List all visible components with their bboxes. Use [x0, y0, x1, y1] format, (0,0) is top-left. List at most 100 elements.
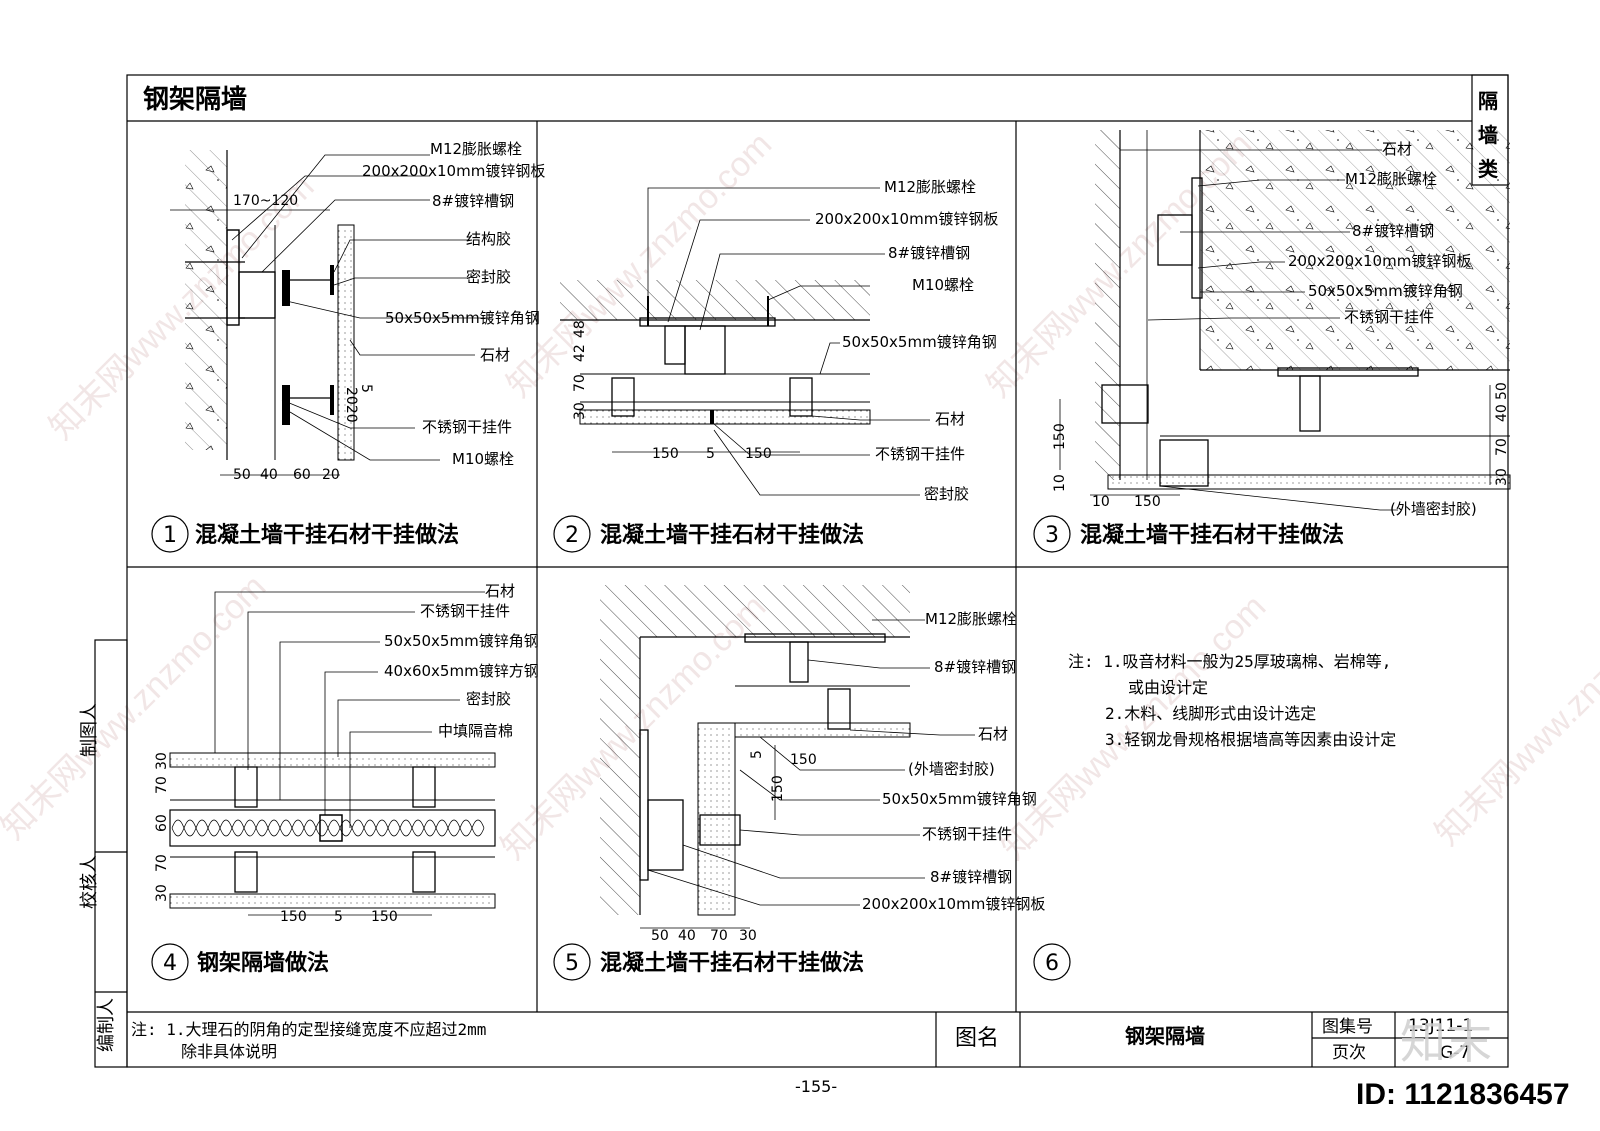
footer-note-line1: 注: 1.大理石的阴角的定型接缝宽度不应超过2mm [131, 1020, 486, 1039]
dim-7: 150 [745, 446, 772, 462]
dim-4: 30 [572, 402, 588, 420]
dim-1: 48 [572, 320, 588, 338]
dim-6: 60 [293, 467, 311, 483]
label-stone: 石材 [485, 582, 515, 600]
detail-4: 石材 不锈钢干挂件 50x50x5mm镀锌角钢 40x60x5mm镀锌方钢 密封… [151, 582, 539, 981]
detail-title: 混凝土墙干挂石材干挂做法 [600, 522, 864, 548]
dim-4: 50 [651, 928, 669, 944]
drawing-name-label: 图名 [955, 1026, 999, 1051]
label-hanger: 不锈钢干挂件 [875, 445, 965, 463]
detail-5: M12膨胀螺栓 8#镀锌槽钢 石材 (外墙密封胶) 50x50x5mm镀锌角钢 … [553, 585, 1045, 981]
dim-1: 30 [154, 752, 170, 770]
label-hanger: 不锈钢干挂件 [420, 602, 510, 620]
dim-3: 10 [1092, 494, 1110, 510]
detail-number: 4 [163, 951, 177, 976]
page-value: G-7 [1440, 1043, 1470, 1063]
label-sealant: 密封胶 [924, 485, 969, 503]
dim-6: 5 [706, 446, 715, 462]
label-structural-glue: 结构胶 [466, 230, 511, 248]
detail-title: 混凝土墙干挂石材干挂做法 [195, 522, 459, 548]
label-m10-bolt: M10螺栓 [452, 450, 514, 468]
label-hanger: 不锈钢干挂件 [422, 418, 512, 436]
dim-8: 150 [371, 909, 398, 925]
dim-7: 5 [334, 909, 343, 925]
dim-7: 70 [1494, 438, 1510, 456]
detail-6: 注: 1.吸音材料一般为25厚玻璃棉、岩棉等, 或由设计定 2.木料、线脚形式由… [1033, 652, 1396, 981]
label-stone: 石材 [978, 725, 1008, 743]
note-line: 3.轻钢龙骨规格根据墙高等因素由设计定 [1105, 730, 1396, 749]
watermark: 知末网www.znzmo.com [1428, 574, 1600, 853]
dim-6: 70 [710, 928, 728, 944]
dim-3: 150 [770, 775, 786, 802]
label-insulation: 中填隔音棉 [438, 722, 513, 740]
dim-5: 30 [154, 884, 170, 902]
dim-2: 70 [154, 776, 170, 794]
label-stone: 石材 [480, 346, 510, 364]
label-stone: 石材 [1382, 140, 1412, 158]
dim-2: 150 [790, 752, 817, 768]
role-drafter: 制图人 [79, 703, 100, 757]
dim-5: 50 [1494, 382, 1510, 400]
label-channel-steel: 8#镀锌槽钢 [1352, 222, 1434, 240]
label-channel-steel: 8#镀锌槽钢 [432, 192, 514, 210]
label-exterior-sealant: (外墙密封胶) [1390, 500, 1477, 518]
watermark: 知末网www.znzmo.com [994, 588, 1273, 867]
detail-3: 石材 M12膨胀螺栓 8#镀锌槽钢 200x200x10mm镀锌钢板 50x50… [1033, 130, 1511, 553]
page-label: 页次 [1332, 1043, 1366, 1063]
role-checker: 校核人 [79, 855, 100, 909]
label-channel-steel-2: 8#镀锌槽钢 [930, 868, 1012, 886]
detail-number: 6 [1045, 951, 1059, 976]
label-steel-plate: 200x200x10mm镀锌钢板 [862, 895, 1045, 913]
label-angle-steel: 50x50x5mm镀锌角钢 [384, 632, 539, 650]
detail-title: 混凝土墙干挂石材干挂做法 [1080, 522, 1344, 548]
drawing-name: 钢架隔墙 [1125, 1024, 1205, 1048]
asset-id: ID: 1121836457 [1356, 1078, 1570, 1111]
label-channel-steel: 8#镀锌槽钢 [888, 244, 970, 262]
label-m12-bolt: M12膨胀螺栓 [430, 140, 522, 158]
label-angle-steel: 50x50x5mm镀锌角钢 [1308, 282, 1463, 300]
dim-1: 5 [749, 750, 765, 759]
dim-1: 150 [1052, 423, 1068, 450]
label-hanger: 不锈钢干挂件 [922, 825, 1012, 843]
label-m12-bolt: M12膨胀螺栓 [925, 610, 1017, 628]
watermark: 知末网www.znzmo.com [0, 568, 273, 847]
dim-6: 40 [1494, 404, 1510, 422]
dim-2: 42 [572, 344, 588, 362]
dim-2: 10 [1052, 474, 1068, 492]
dim-6: 150 [280, 909, 307, 925]
dim-4: 70 [154, 854, 170, 872]
label-channel-steel: 8#镀锌槽钢 [934, 658, 1016, 676]
footer-note-line2: 除非具体说明 [181, 1042, 277, 1061]
detail-number: 2 [565, 523, 579, 548]
label-m12-bolt: M12膨胀螺栓 [1345, 170, 1437, 188]
page-number: -155- [795, 1077, 837, 1096]
detail-number: 5 [565, 951, 579, 976]
label-steel-plate: 200x200x10mm镀锌钢板 [815, 210, 998, 228]
dim-5: 40 [678, 928, 696, 944]
dim-8: 30 [1494, 468, 1510, 486]
label-angle-steel: 50x50x5mm镀锌角钢 [882, 790, 1037, 808]
detail-title: 混凝土墙干挂石材干挂做法 [600, 950, 864, 976]
dim-5: 150 [652, 446, 679, 462]
dim-4: 150 [1134, 494, 1161, 510]
detail-number: 1 [163, 523, 177, 548]
label-m10-bolt: M10螺栓 [912, 276, 974, 294]
dim-3: 5 [358, 384, 374, 393]
role-compiler: 编制人 [96, 998, 117, 1052]
label-steel-plate: 200x200x10mm镀锌钢板 [1288, 252, 1471, 270]
detail-1: M12膨胀螺栓 200x200x10mm镀锌钢板 8#镀锌槽钢 结构胶 密封胶 … [151, 140, 545, 553]
atlas-no-label: 图集号 [1322, 1017, 1373, 1037]
sheet-title: 钢架隔墙 [143, 85, 247, 115]
dim-7: 20 [322, 467, 340, 483]
dim-5: 40 [260, 467, 278, 483]
label-sealant: 密封胶 [466, 690, 511, 708]
label-hanger: 不锈钢干挂件 [1344, 308, 1434, 326]
dim-3: 60 [154, 814, 170, 832]
detail-title: 钢架隔墙做法 [197, 950, 329, 976]
label-steel-plate: 200x200x10mm镀锌钢板 [362, 162, 545, 180]
detail-number: 3 [1045, 523, 1059, 548]
dim-4: 50 [233, 467, 251, 483]
dim-3: 70 [572, 374, 588, 392]
brand-logo: 知末 [1400, 1015, 1492, 1069]
